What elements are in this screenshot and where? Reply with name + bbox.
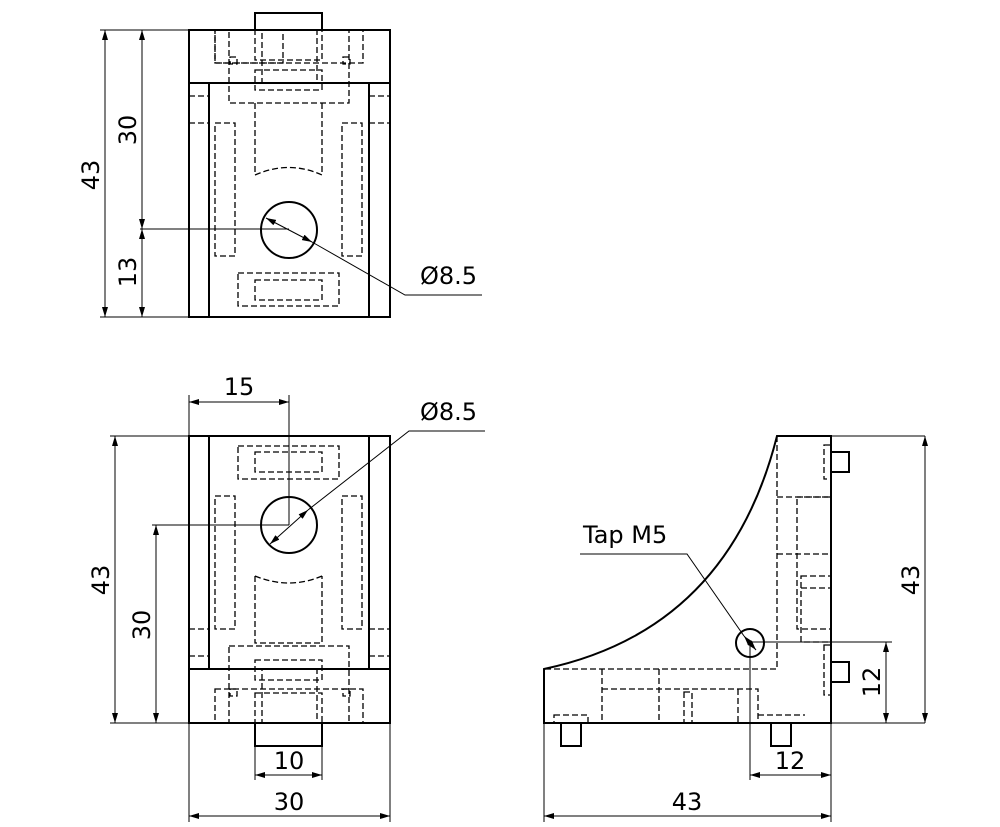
front-view: Ø8.5 15 43 30 10 30	[87, 373, 485, 822]
side-tap-offset-label: 12	[775, 747, 806, 775]
side-total-height-label: 43	[897, 565, 925, 596]
side-view-outline	[543, 435, 832, 724]
side-total-width-label: 43	[672, 788, 703, 816]
top-lower-height-label: 13	[114, 257, 142, 288]
front-hole-diameter-label: Ø8.5	[420, 398, 477, 426]
top-upper-height-label: 30	[114, 115, 142, 146]
side-view: Tap M5 12 43 12 43	[543, 435, 928, 822]
front-hole-offset-x-label: 15	[224, 373, 255, 401]
top-tab	[254, 12, 323, 30]
top-total-height-label: 43	[77, 160, 105, 191]
front-total-height-label: 43	[87, 565, 115, 596]
bottom-tab	[254, 723, 323, 747]
top-hole-diameter-label: Ø8.5	[420, 262, 477, 290]
front-tab-width-label: 10	[274, 747, 305, 775]
front-total-width-label: 30	[274, 788, 305, 816]
side-tap-height-label: 12	[858, 667, 886, 698]
top-view-outline	[188, 29, 391, 318]
tap-label: Tap M5	[582, 521, 667, 549]
top-view: Ø8.5 43 30 13	[77, 12, 482, 318]
mounting-hole	[260, 201, 318, 259]
front-hole-height-label: 30	[128, 610, 156, 641]
